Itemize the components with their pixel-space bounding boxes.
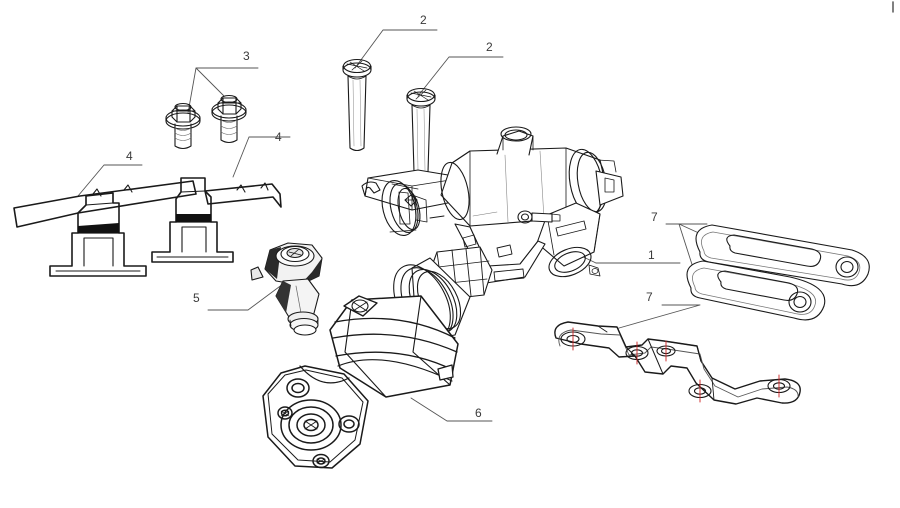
leader-4-right	[232, 136, 291, 178]
long-socket-bolt-right	[406, 87, 436, 176]
callout-6: 6	[475, 406, 483, 420]
hex-flange-bolt-right	[211, 94, 247, 144]
callout-1: 1	[648, 248, 656, 262]
leader-6	[410, 397, 493, 422]
leader-2-right	[417, 56, 504, 97]
slotted-link-bar-upper	[695, 224, 870, 287]
top-stub-port	[496, 126, 534, 156]
hose-clamp-boss	[343, 295, 378, 317]
callout-5: 5	[193, 291, 201, 305]
main-intake-tube	[440, 147, 608, 227]
long-socket-bolt-left	[342, 58, 372, 152]
slotted-link-bar-lower	[686, 260, 826, 321]
linkage-details	[429, 211, 587, 258]
callout-4-right: 4	[275, 130, 283, 144]
engine-mount-left	[13, 180, 197, 277]
intake-hose-duct	[262, 295, 459, 469]
callout-4-left: 4	[126, 149, 134, 163]
callout-7-lower: 7	[646, 290, 654, 304]
left-bore-flange	[381, 180, 428, 236]
hose-bellows	[329, 295, 459, 398]
callout-2-left: 2	[420, 13, 428, 27]
fuel-injector	[250, 242, 323, 336]
leader-5	[207, 280, 288, 311]
engine-mount-right	[151, 177, 282, 263]
leader-4-left	[77, 164, 143, 197]
callout-3: 3	[243, 49, 251, 63]
right-end-bracket	[595, 159, 624, 206]
callout-7-upper: 7	[651, 210, 659, 224]
hole-centerlines	[572, 327, 780, 403]
hose-side-tab	[437, 364, 454, 381]
leader-7-lower	[611, 304, 701, 331]
center-sensor-nub	[517, 210, 561, 224]
hex-flange-bolt-left	[165, 102, 201, 150]
leader-2-left	[354, 29, 438, 69]
stepped-mount-bracket	[554, 321, 801, 405]
hose-flange-plate	[262, 365, 369, 469]
callout-2-right: 2	[486, 40, 494, 54]
